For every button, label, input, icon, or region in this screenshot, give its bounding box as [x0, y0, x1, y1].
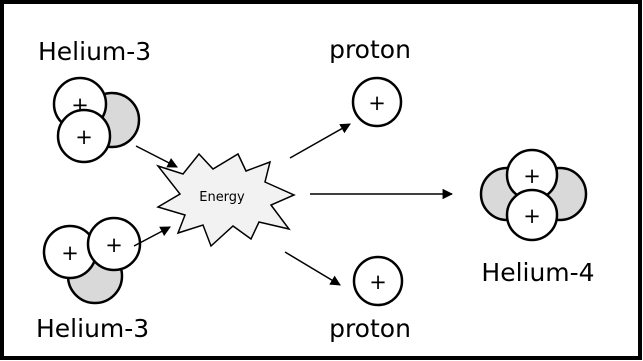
label-helium4: Helium-4: [481, 258, 594, 287]
proton-plus: +: [369, 270, 387, 294]
label-helium3-top: Helium-3: [38, 37, 151, 66]
proton-bottom: +: [352, 255, 404, 307]
proton-circle: [86, 216, 142, 272]
proton-circle: [505, 188, 559, 242]
proton-circle: [56, 108, 112, 164]
arrow-helium3-top-to-energy: [135, 145, 178, 168]
energy-burst: [155, 152, 296, 248]
proton-circle: [351, 76, 403, 128]
proton-plus: +: [523, 164, 541, 188]
helium3-top-nucleus: + +: [52, 76, 141, 164]
label-proton-top: proton: [329, 35, 411, 64]
proton-plus: +: [105, 233, 123, 257]
proton-plus: +: [61, 241, 79, 265]
proton-top: +: [351, 76, 403, 128]
proton-circle: [352, 255, 404, 307]
label-helium3-bottom: Helium-3: [36, 314, 149, 343]
helium3-bottom-nucleus: + +: [42, 216, 142, 305]
arrow-energy-to-proton-bottom: [284, 251, 341, 286]
label-proton-bottom: proton: [329, 314, 411, 343]
arrow-helium3-bottom-to-energy: [133, 226, 171, 247]
proton-plus: +: [368, 91, 386, 115]
proton-plus: +: [75, 125, 93, 149]
helium4-nucleus: + +: [479, 148, 588, 242]
proton-plus: +: [523, 204, 541, 228]
label-energy: Energy: [199, 190, 245, 205]
arrow-energy-to-proton-top: [289, 123, 351, 159]
